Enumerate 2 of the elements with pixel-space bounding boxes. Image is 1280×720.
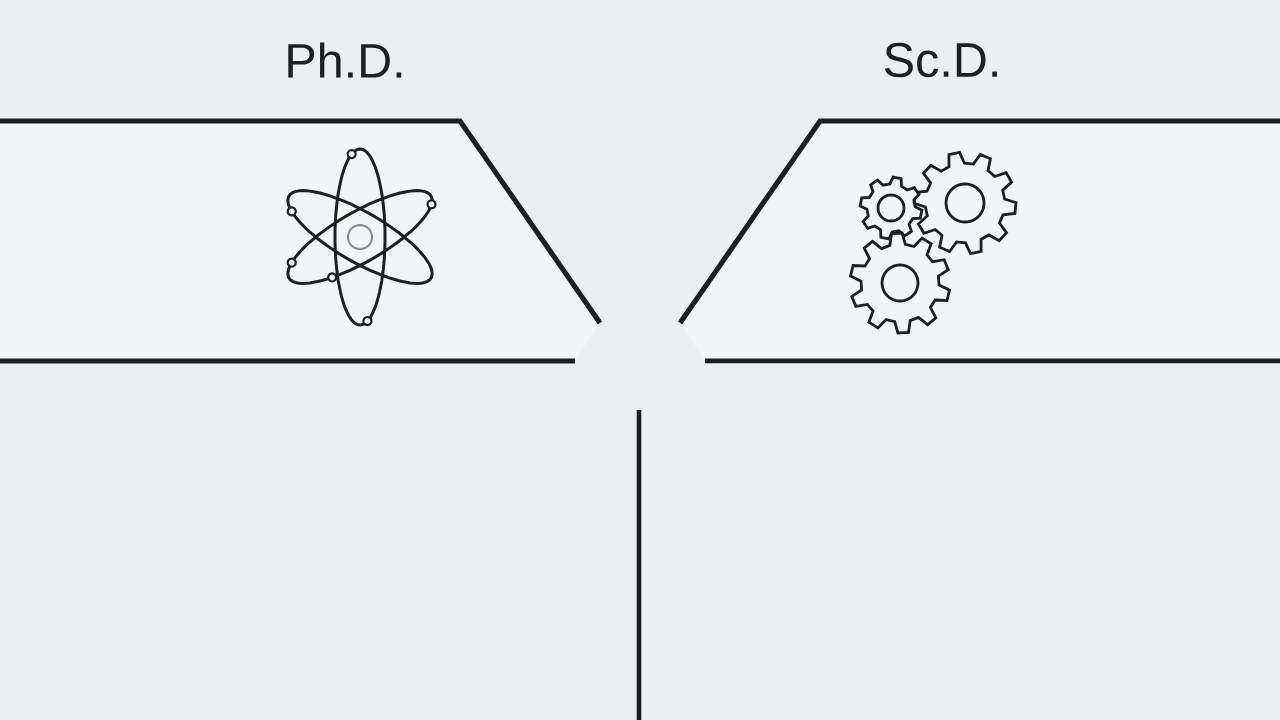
heading: Sc.D.	[884, 42, 997, 78]
heading: Ph.D.	[288, 42, 402, 78]
